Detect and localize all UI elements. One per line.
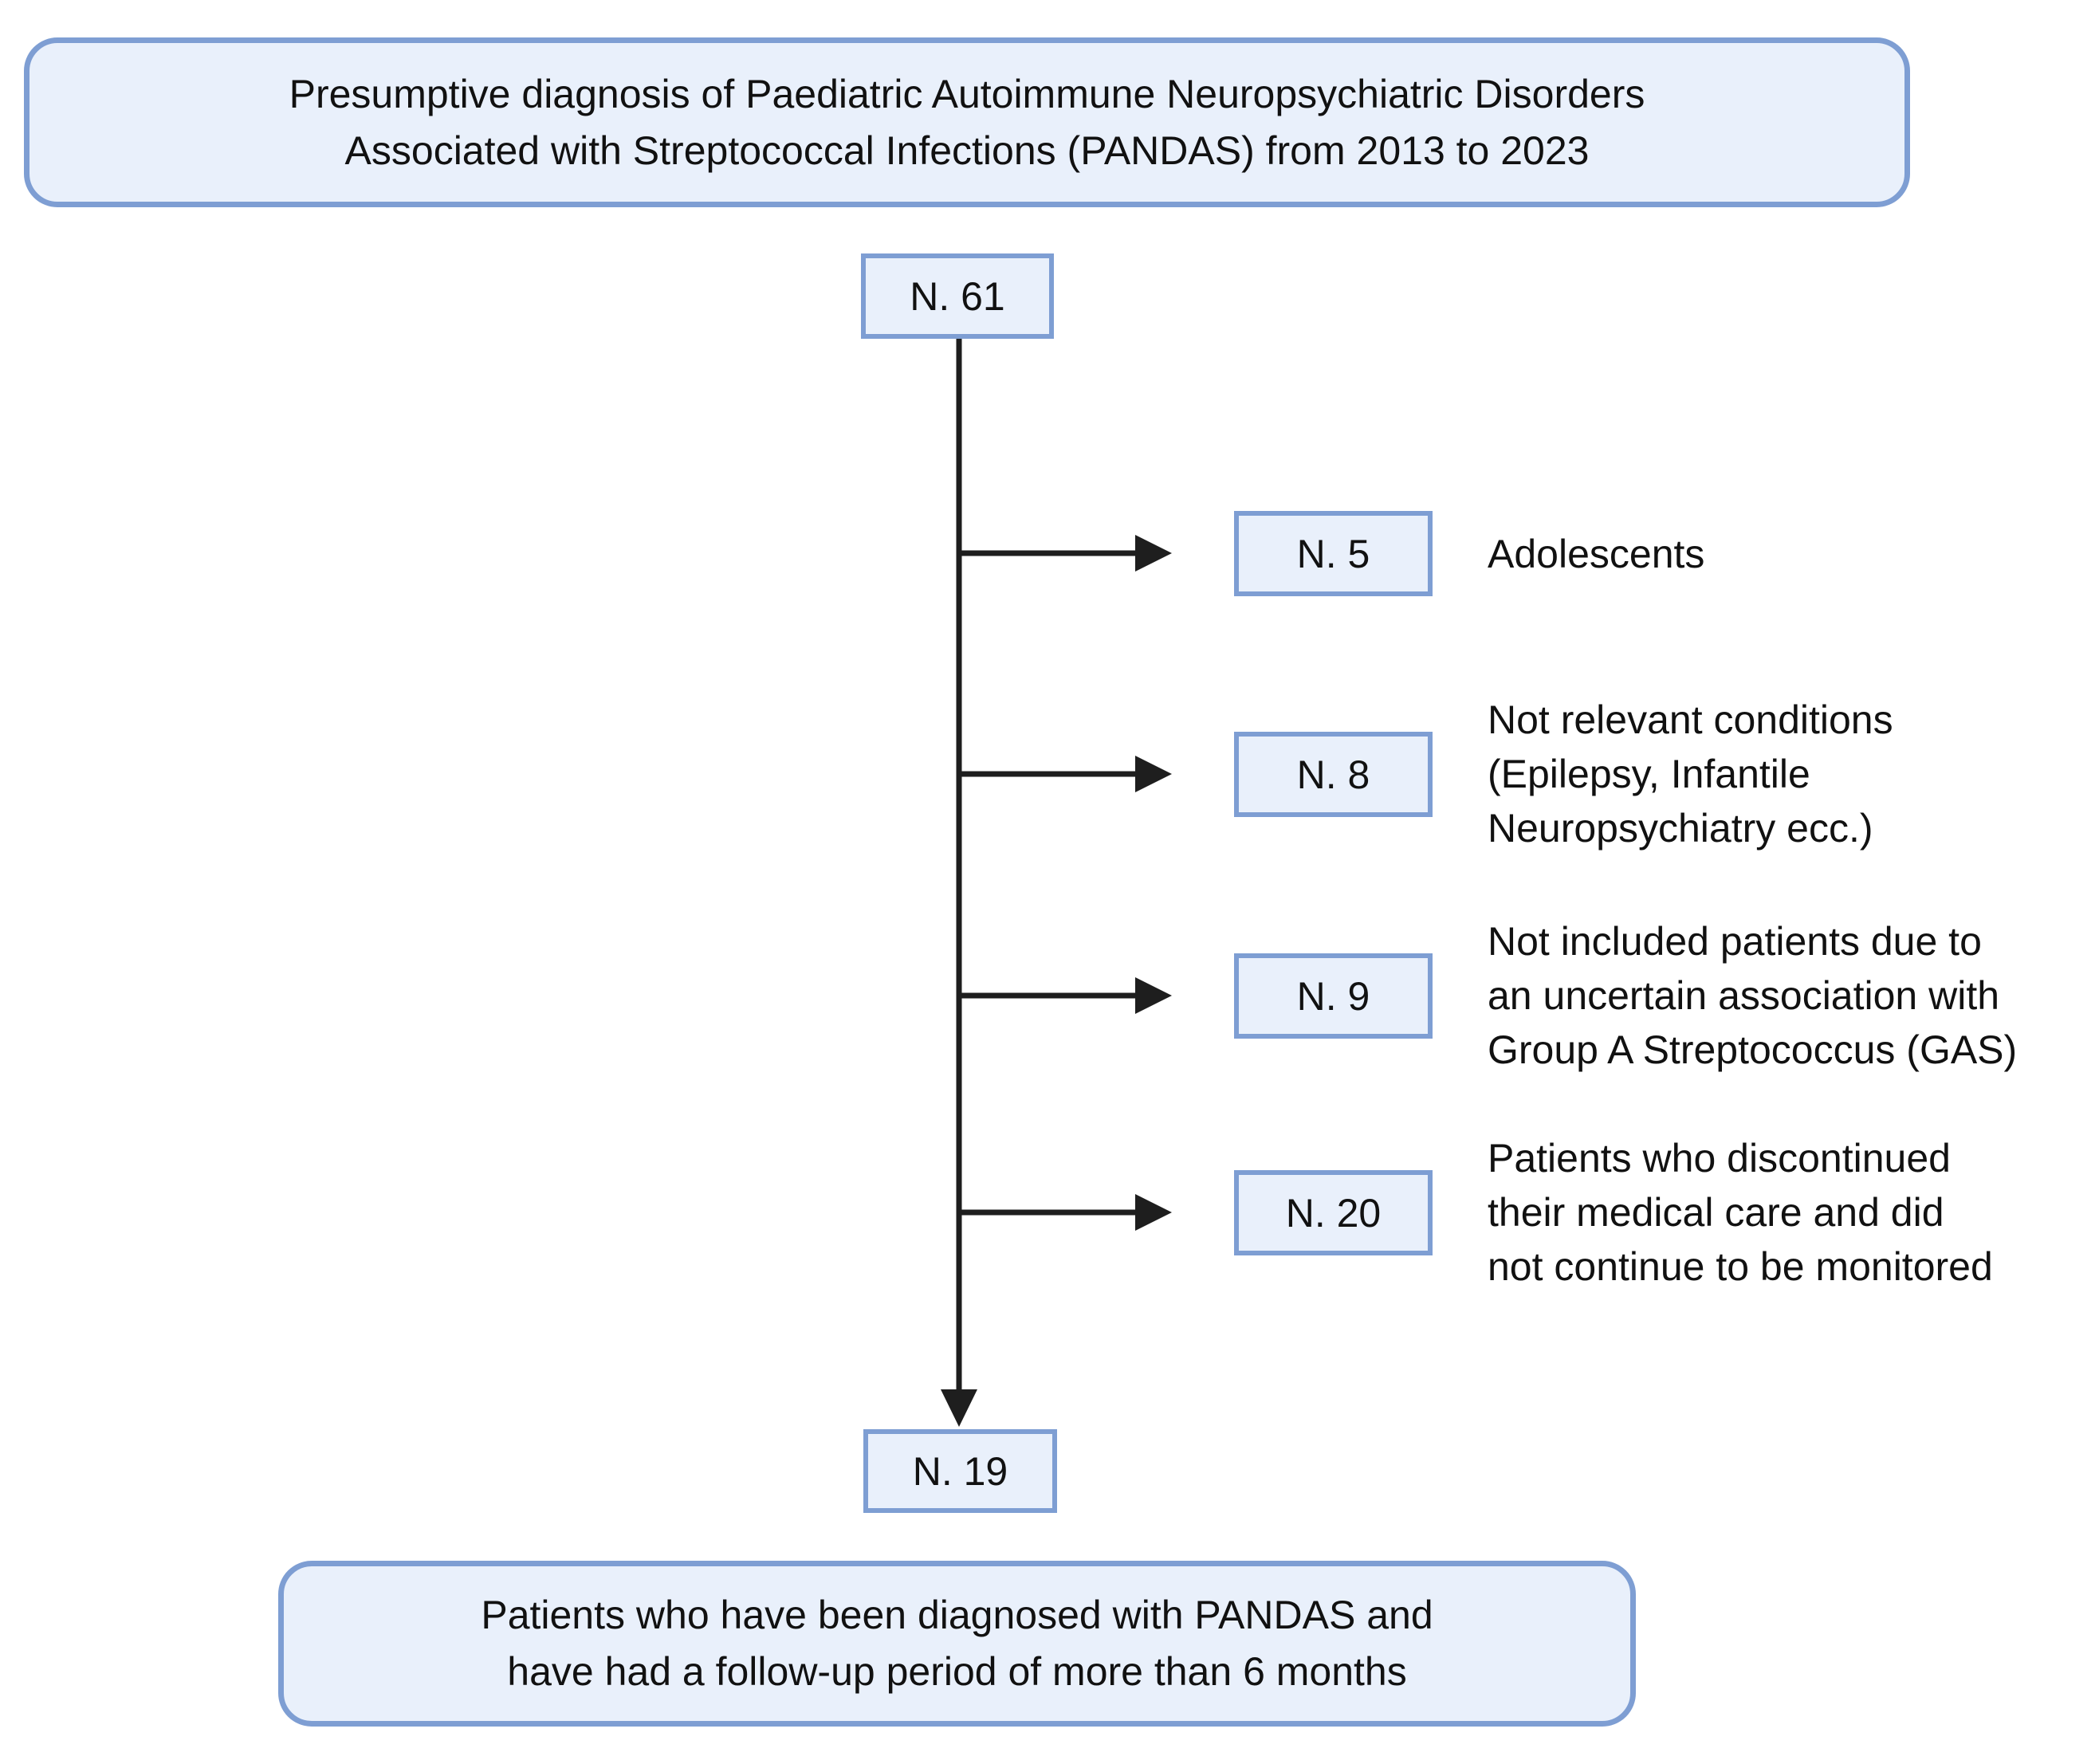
title-line-2: Associated with Streptococcal Infections… <box>344 128 1590 173</box>
branch-arrowhead-4 <box>1135 1194 1172 1231</box>
outcome-line-2: have had a follow-up period of more than… <box>507 1649 1407 1694</box>
end-count-box: N. 19 <box>863 1429 1057 1513</box>
branch-count-box-2: N. 8 <box>1234 732 1433 817</box>
start-count-box: N. 61 <box>861 253 1054 339</box>
branch-reason-3-line-1: Not included patients due to <box>1488 919 1982 964</box>
start-count-label: N. 61 <box>910 273 1005 319</box>
branch-arrowhead-3 <box>1135 977 1172 1014</box>
outcome-line-1: Patients who have been diagnosed with PA… <box>481 1593 1433 1637</box>
branch-count-label-2: N. 8 <box>1296 752 1370 797</box>
title-line-1: Presumptive diagnosis of Paediatric Auto… <box>289 71 1645 116</box>
branch-reason-4-line-2: their medical care and did <box>1488 1190 1944 1235</box>
branch-reason-4-line-3: not continue to be monitored <box>1488 1244 1993 1289</box>
down-arrowhead <box>941 1389 977 1427</box>
branch-reason-4: Patients who discontinued their medical … <box>1488 1131 1993 1294</box>
branch-reason-2-line-3: Neuropsychiatry ecc.) <box>1488 806 1873 851</box>
branch-count-label-3: N. 9 <box>1296 973 1370 1019</box>
branch-reason-1-line-1: Adolescents <box>1488 532 1705 576</box>
end-count-label: N. 19 <box>912 1448 1008 1494</box>
branch-reason-4-line-1: Patients who discontinued <box>1488 1136 1951 1181</box>
title-box: Presumptive diagnosis of Paediatric Auto… <box>24 37 1910 207</box>
branch-reason-2-line-2: (Epilepsy, Infantile <box>1488 752 1810 796</box>
branch-count-box-4: N. 20 <box>1234 1170 1433 1255</box>
branch-reason-3-line-3: Group A Streptococcus (GAS) <box>1488 1027 2018 1072</box>
branch-count-label-1: N. 5 <box>1296 531 1370 576</box>
branch-reason-2-line-1: Not relevant conditions <box>1488 697 1893 742</box>
branch-reason-2: Not relevant conditions (Epilepsy, Infan… <box>1488 693 1893 855</box>
branch-count-box-1: N. 5 <box>1234 511 1433 596</box>
branch-reason-3-line-2: an uncertain association with <box>1488 973 2000 1018</box>
branch-count-label-4: N. 20 <box>1285 1190 1382 1236</box>
branch-arrowhead-2 <box>1135 756 1172 792</box>
branch-reason-1: Adolescents <box>1488 526 1704 582</box>
outcome-box: Patients who have been diagnosed with PA… <box>278 1561 1636 1727</box>
branch-reason-3: Not included patients due to an uncertai… <box>1488 914 2017 1077</box>
branch-count-box-3: N. 9 <box>1234 953 1433 1039</box>
branch-arrowhead-1 <box>1135 535 1172 572</box>
